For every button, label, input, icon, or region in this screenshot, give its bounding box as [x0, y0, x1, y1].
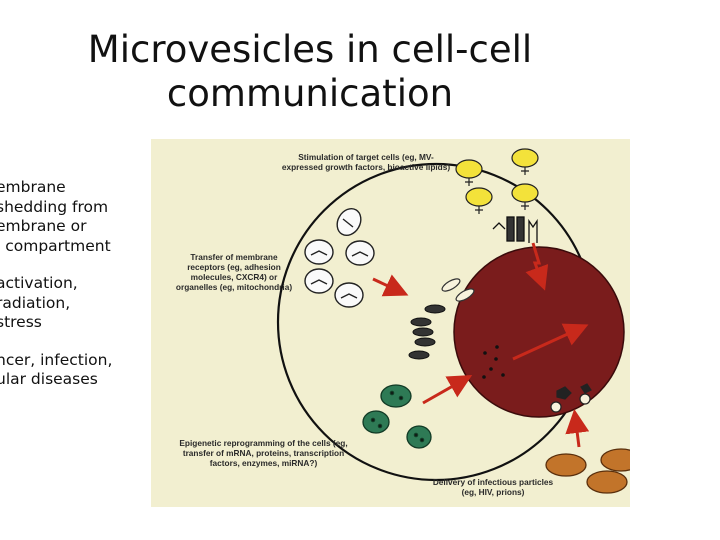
white-vesicles	[304, 207, 375, 308]
side-paragraph-3: ncer, infection, ular diseases	[0, 351, 144, 390]
label-line: expressed growth factors, bioactive lipi…	[281, 162, 451, 172]
label-line: Transfer of membrane	[190, 252, 278, 262]
internal-particles	[482, 345, 505, 379]
side-line: ular diseases	[0, 370, 98, 388]
side-line: ncer, infection,	[0, 350, 113, 369]
label-line: transfer of mRNA, proteins, transcriptio…	[182, 448, 345, 458]
side-line: embrane	[0, 178, 66, 196]
slide-title: Microvesicles in cell-cell communication	[0, 28, 620, 116]
membrane-receptors-left	[408, 304, 446, 360]
label-stimulation: Stimulation of target cells (eg, MV- exp…	[251, 152, 481, 172]
side-line: stress	[0, 313, 42, 331]
transfer-arrow	[372, 274, 409, 297]
label-line: organelles (eg, mitochondria)	[175, 282, 293, 292]
side-line: activation,	[0, 274, 78, 292]
yellow-vesicles	[455, 148, 539, 214]
side-line: l compartment	[0, 236, 111, 255]
nucleus-arrow	[512, 323, 589, 361]
cell-nucleus	[453, 246, 625, 418]
delivery-arrow	[565, 409, 590, 448]
label-delivery: Delivery of infectious particles (eg, HI…	[413, 477, 573, 497]
label-line: Delivery of infectious particles	[432, 477, 554, 487]
epigenetic-arrow	[422, 375, 473, 405]
signal-arrow	[525, 242, 549, 291]
label-line: (eg, HIV, prions)	[461, 487, 525, 497]
orange-vesicles	[545, 448, 630, 494]
label-transfer: Transfer of membrane receptors (eg, adhe…	[169, 252, 299, 292]
label-line: factors, enzymes, miRNA?)	[209, 458, 318, 468]
label-line: molecules, CXCR4) or	[190, 272, 278, 282]
green-vesicles	[362, 384, 432, 449]
mitochondria	[441, 278, 475, 302]
label-line: Epigenetic reprogramming of the cells (e…	[179, 438, 348, 448]
side-line: embrane or	[0, 217, 87, 235]
side-text: embrane shedding from embrane or l compa…	[0, 178, 144, 408]
label-line: Stimulation of target cells (eg, MV-	[298, 152, 434, 162]
side-paragraph-2: activation, radiation, stress	[0, 274, 144, 333]
diagram-graphic	[276, 148, 630, 494]
slide-title-line: Microvesicles in cell-cell	[87, 28, 533, 71]
side-line: shedding from	[0, 197, 109, 216]
side-line: radiation,	[0, 293, 71, 312]
infectious-particles	[550, 383, 592, 413]
label-epigenetic: Epigenetic reprogramming of the cells (e…	[156, 438, 371, 468]
slide-title-line: communication	[166, 72, 454, 115]
microvesicle-diagram: Stimulation of target cells (eg, MV- exp…	[151, 139, 630, 507]
label-line: receptors (eg, adhesion	[187, 262, 281, 272]
membrane-receptors-top	[492, 216, 538, 243]
side-paragraph-1: embrane shedding from embrane or l compa…	[0, 178, 144, 256]
